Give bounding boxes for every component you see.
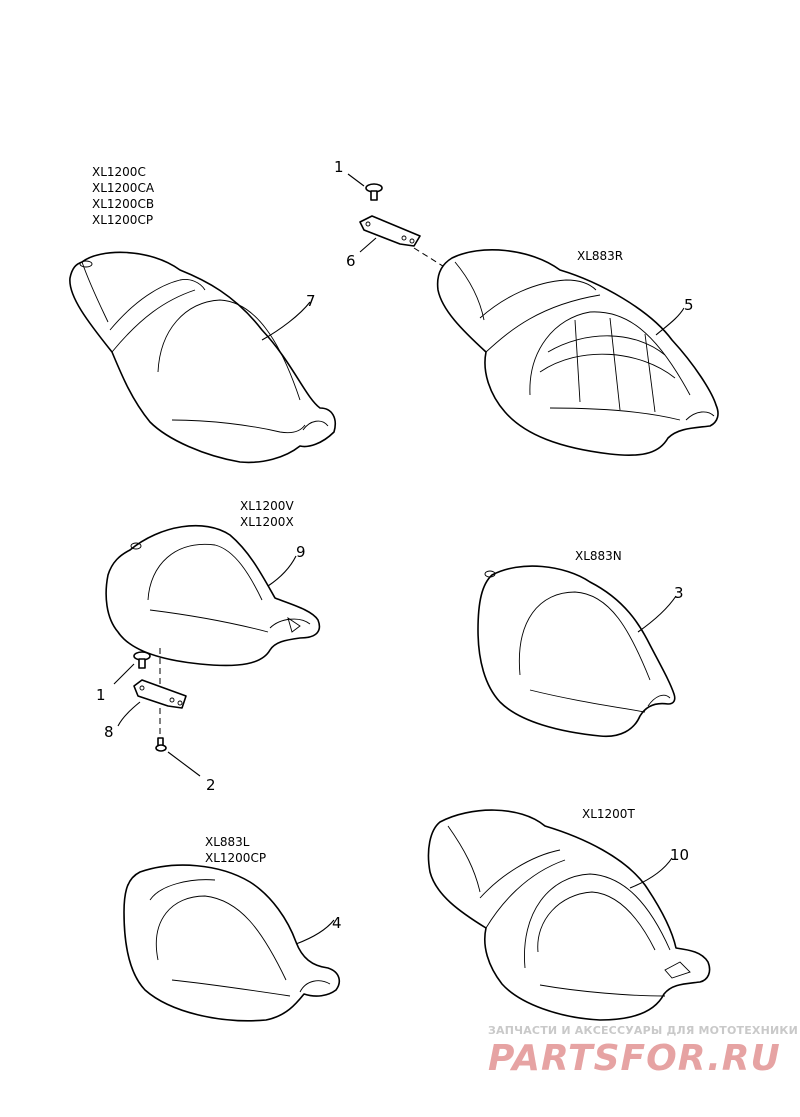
model-label-xl1200cp-2: XL1200CP xyxy=(205,851,266,865)
watermark-brand: PARTSFOR.RU xyxy=(488,1038,781,1079)
xl883n-group: XL883N 3 xyxy=(477,549,684,738)
model-label-xl1200cb: XL1200CB xyxy=(92,197,154,211)
callout-8: 8 xyxy=(104,723,114,741)
callout-6: 6 xyxy=(346,252,356,270)
seat-4-drawing xyxy=(123,864,341,1022)
model-label-xl1200cp: XL1200CP xyxy=(92,213,153,227)
seat-10-drawing xyxy=(427,809,711,1021)
screw-1-lower-drawing xyxy=(133,651,151,669)
model-label-xl883n: XL883N xyxy=(575,549,622,563)
watermark-tagline: ЗАПЧАСТИ И АКСЕССУАРЫ ДЛЯ МОТОТЕХНИКИ xyxy=(488,1024,798,1037)
bolt-2-drawing xyxy=(155,737,167,752)
callout-1-top: 1 xyxy=(334,158,344,176)
model-label-xl1200ca: XL1200CA xyxy=(92,181,155,195)
bracket-6-top-drawing xyxy=(359,215,421,247)
callout-2: 2 xyxy=(206,776,216,794)
model-label-xl1200t: XL1200T xyxy=(582,807,635,821)
seat-9-drawing xyxy=(105,524,321,667)
seat-7-drawing xyxy=(69,251,336,464)
callout-9: 9 xyxy=(296,543,306,561)
model-label-xl883r: XL883R xyxy=(577,249,623,263)
watermark: ЗАПЧАСТИ И АКСЕССУАРЫ ДЛЯ МОТОТЕХНИКИ PA… xyxy=(488,1024,798,1079)
seat-3-drawing xyxy=(477,565,676,738)
model-label-xl883l: XL883L xyxy=(205,835,250,849)
xl1200v-group: XL1200V XL1200X 9 1 8 xyxy=(96,499,321,794)
callout-3: 3 xyxy=(674,584,684,602)
seat-5-drawing xyxy=(436,249,719,457)
model-label-xl1200c: XL1200C xyxy=(92,165,146,179)
callout-10: 10 xyxy=(670,846,689,864)
callout-4: 4 xyxy=(332,914,342,932)
xl1200t-group: XL1200T 10 xyxy=(427,807,711,1021)
model-label-xl1200v: XL1200V xyxy=(240,499,294,513)
callout-5: 5 xyxy=(684,296,694,314)
callout-1-lower: 1 xyxy=(96,686,106,704)
callout-7: 7 xyxy=(306,292,316,310)
bracket-8-drawing xyxy=(133,679,187,709)
screw-1-top-drawing xyxy=(365,183,383,201)
xl883r-group: 1 6 XL883R xyxy=(334,158,719,457)
xl1200c-group: XL1200C XL1200CA XL1200CB XL1200CP 7 xyxy=(69,165,336,464)
xl883l-group: XL883L XL1200CP 4 xyxy=(123,835,342,1022)
model-label-xl1200x: XL1200X xyxy=(240,515,294,529)
